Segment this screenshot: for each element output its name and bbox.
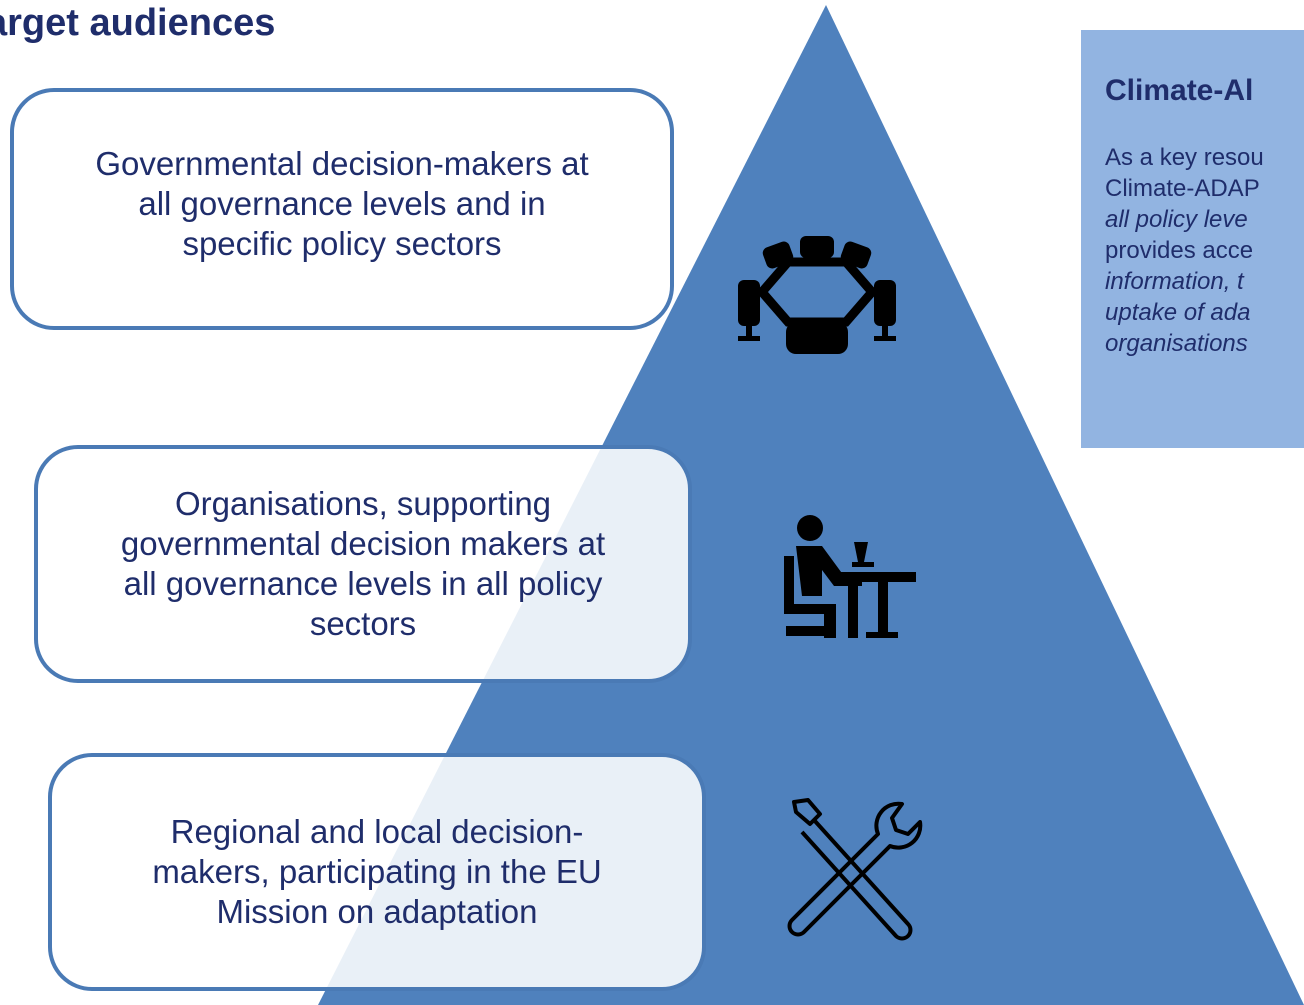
level-3-line: Regional and local decision- <box>170 813 584 850</box>
level-1-line: specific policy sectors <box>182 225 502 262</box>
info-panel-line: As a key resou <box>1105 144 1264 171</box>
level-3-line: Mission on adaptation <box>216 893 538 930</box>
level-3-line: makers, participating in the EU <box>152 853 602 890</box>
level-1-audience-box: Governmental decision-makers at all gove… <box>10 88 674 330</box>
level-1-text: Governmental decision-makers at all gove… <box>95 144 588 264</box>
level-1-line: Governmental decision-makers at <box>95 145 589 182</box>
info-panel-line: organisations <box>1105 330 1248 357</box>
level-2-line: all governance levels in all policy <box>123 565 603 602</box>
level-2-audience-box: Organisations, supporting governmental d… <box>34 445 692 683</box>
level-2-line: sectors <box>309 605 417 642</box>
info-panel-line: Climate-ADAP <box>1105 175 1260 202</box>
level-2-text: Organisations, supporting governmental d… <box>121 484 605 644</box>
info-panel-line: all policy leve <box>1105 206 1248 233</box>
level-2-line: Organisations, supporting <box>174 485 552 522</box>
info-panel-title: Climate-Al <box>1105 74 1254 107</box>
level-1-line: all governance levels and in <box>138 185 546 222</box>
level-3-text: Regional and local decision- makers, par… <box>152 812 601 932</box>
info-panel-line: information, t <box>1105 268 1244 295</box>
level-3-audience-box: Regional and local decision- makers, par… <box>48 753 706 991</box>
conference-table-icon <box>738 236 896 354</box>
info-panel-line: provides acce <box>1105 237 1254 264</box>
person-at-desk-icon <box>784 515 916 638</box>
page-title: arget audiences <box>0 2 276 44</box>
info-panel-line: uptake of ada <box>1105 299 1251 326</box>
tools-icon <box>787 798 923 941</box>
level-2-line: governmental decision makers at <box>120 525 606 562</box>
